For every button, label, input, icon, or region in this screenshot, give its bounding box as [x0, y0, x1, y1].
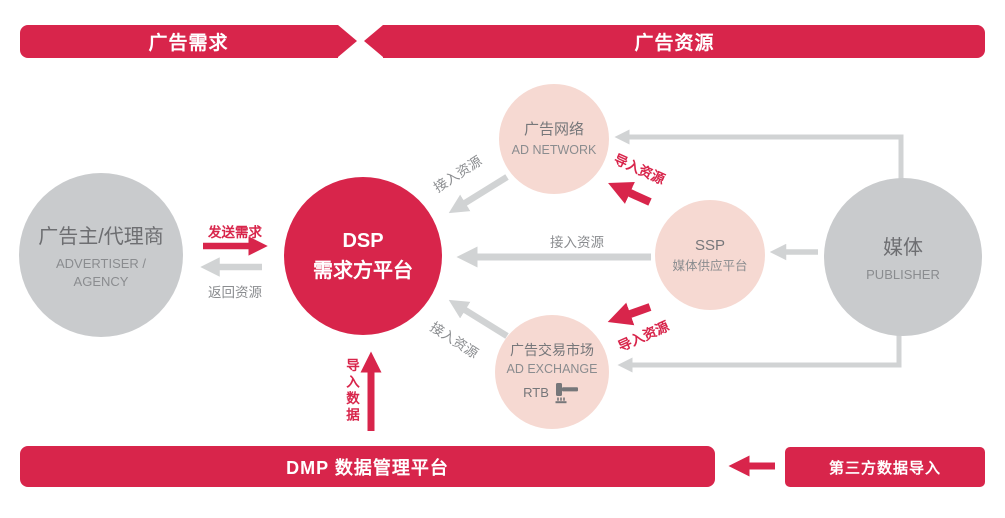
publisher-subtitle: PUBLISHER	[866, 266, 940, 282]
publisher-title: 媒体	[883, 236, 923, 259]
ad-resources-banner-label: 广告资源	[634, 33, 715, 54]
ad-exchange-subtitle: AD EXCHANGE	[506, 362, 598, 377]
return-resources-label: 返回资源	[208, 285, 262, 300]
gavel-icon	[555, 382, 578, 403]
ad-network-subtitle: AD NETWORK	[511, 142, 597, 157]
dmp-bar: DMP 数据管理平台	[20, 446, 715, 487]
publisher-node: 媒体 PUBLISHER	[824, 178, 982, 336]
ad-exchange-title: 广告交易市场	[510, 342, 594, 359]
rtb-row: RTB	[523, 382, 581, 404]
dmp-bar-label: DMP 数据管理平台	[286, 457, 449, 478]
advertiser-node: 广告主/代理商 ADVERTISER / AGENCY	[19, 173, 183, 337]
dsp-title: DSP	[342, 230, 384, 252]
ad-exchange-node: 广告交易市场 AD EXCHANGE RTB	[495, 315, 609, 429]
send-demand-label: 发送需求	[208, 225, 262, 240]
advertiser-title: 广告主/代理商	[38, 225, 164, 248]
ad-resources-banner	[383, 25, 985, 58]
ad-network-title: 广告网络	[523, 121, 584, 138]
third-party-label: 第三方数据导入	[828, 459, 941, 477]
arrow-ad-exchange-to-dsp	[448, 299, 509, 339]
third-party-data-box: 第三方数据导入	[785, 447, 985, 487]
ad-demand-banner-arrow-tip	[338, 25, 357, 57]
advertiser-subtitle-line1: ADVERTISER /	[55, 255, 147, 271]
ad-network-node: 广告网络 AD NETWORK	[499, 84, 609, 194]
arrow-publisher-to-ad-network	[614, 129, 904, 180]
access-resources-mid-label: 接入资源	[550, 235, 604, 250]
ssp-title: SSP	[694, 237, 725, 254]
ad-demand-banner	[20, 25, 338, 58]
arrow-import-to-ad-network	[608, 182, 652, 206]
dsp-subtitle: 需求方平台	[313, 260, 413, 282]
advertiser-subtitle-line2: AGENCY	[73, 273, 129, 289]
arrow-import-to-ad-exchange	[607, 302, 652, 326]
ad-resources-banner-arrow-tip	[364, 25, 383, 57]
ad-demand-banner-label: 广告需求	[148, 33, 229, 54]
ssp-node: SSP 媒体供应平台	[655, 200, 765, 310]
ssp-subtitle: 媒体供应平台	[672, 258, 748, 273]
dsp-node: DSP 需求方平台	[284, 177, 442, 335]
arrow-publisher-to-ad-exchange	[617, 334, 902, 373]
rtb-label: RTB	[523, 385, 549, 401]
import-data-label: 导入数据	[344, 358, 359, 424]
arrow-ad-network-to-dsp	[448, 174, 509, 214]
